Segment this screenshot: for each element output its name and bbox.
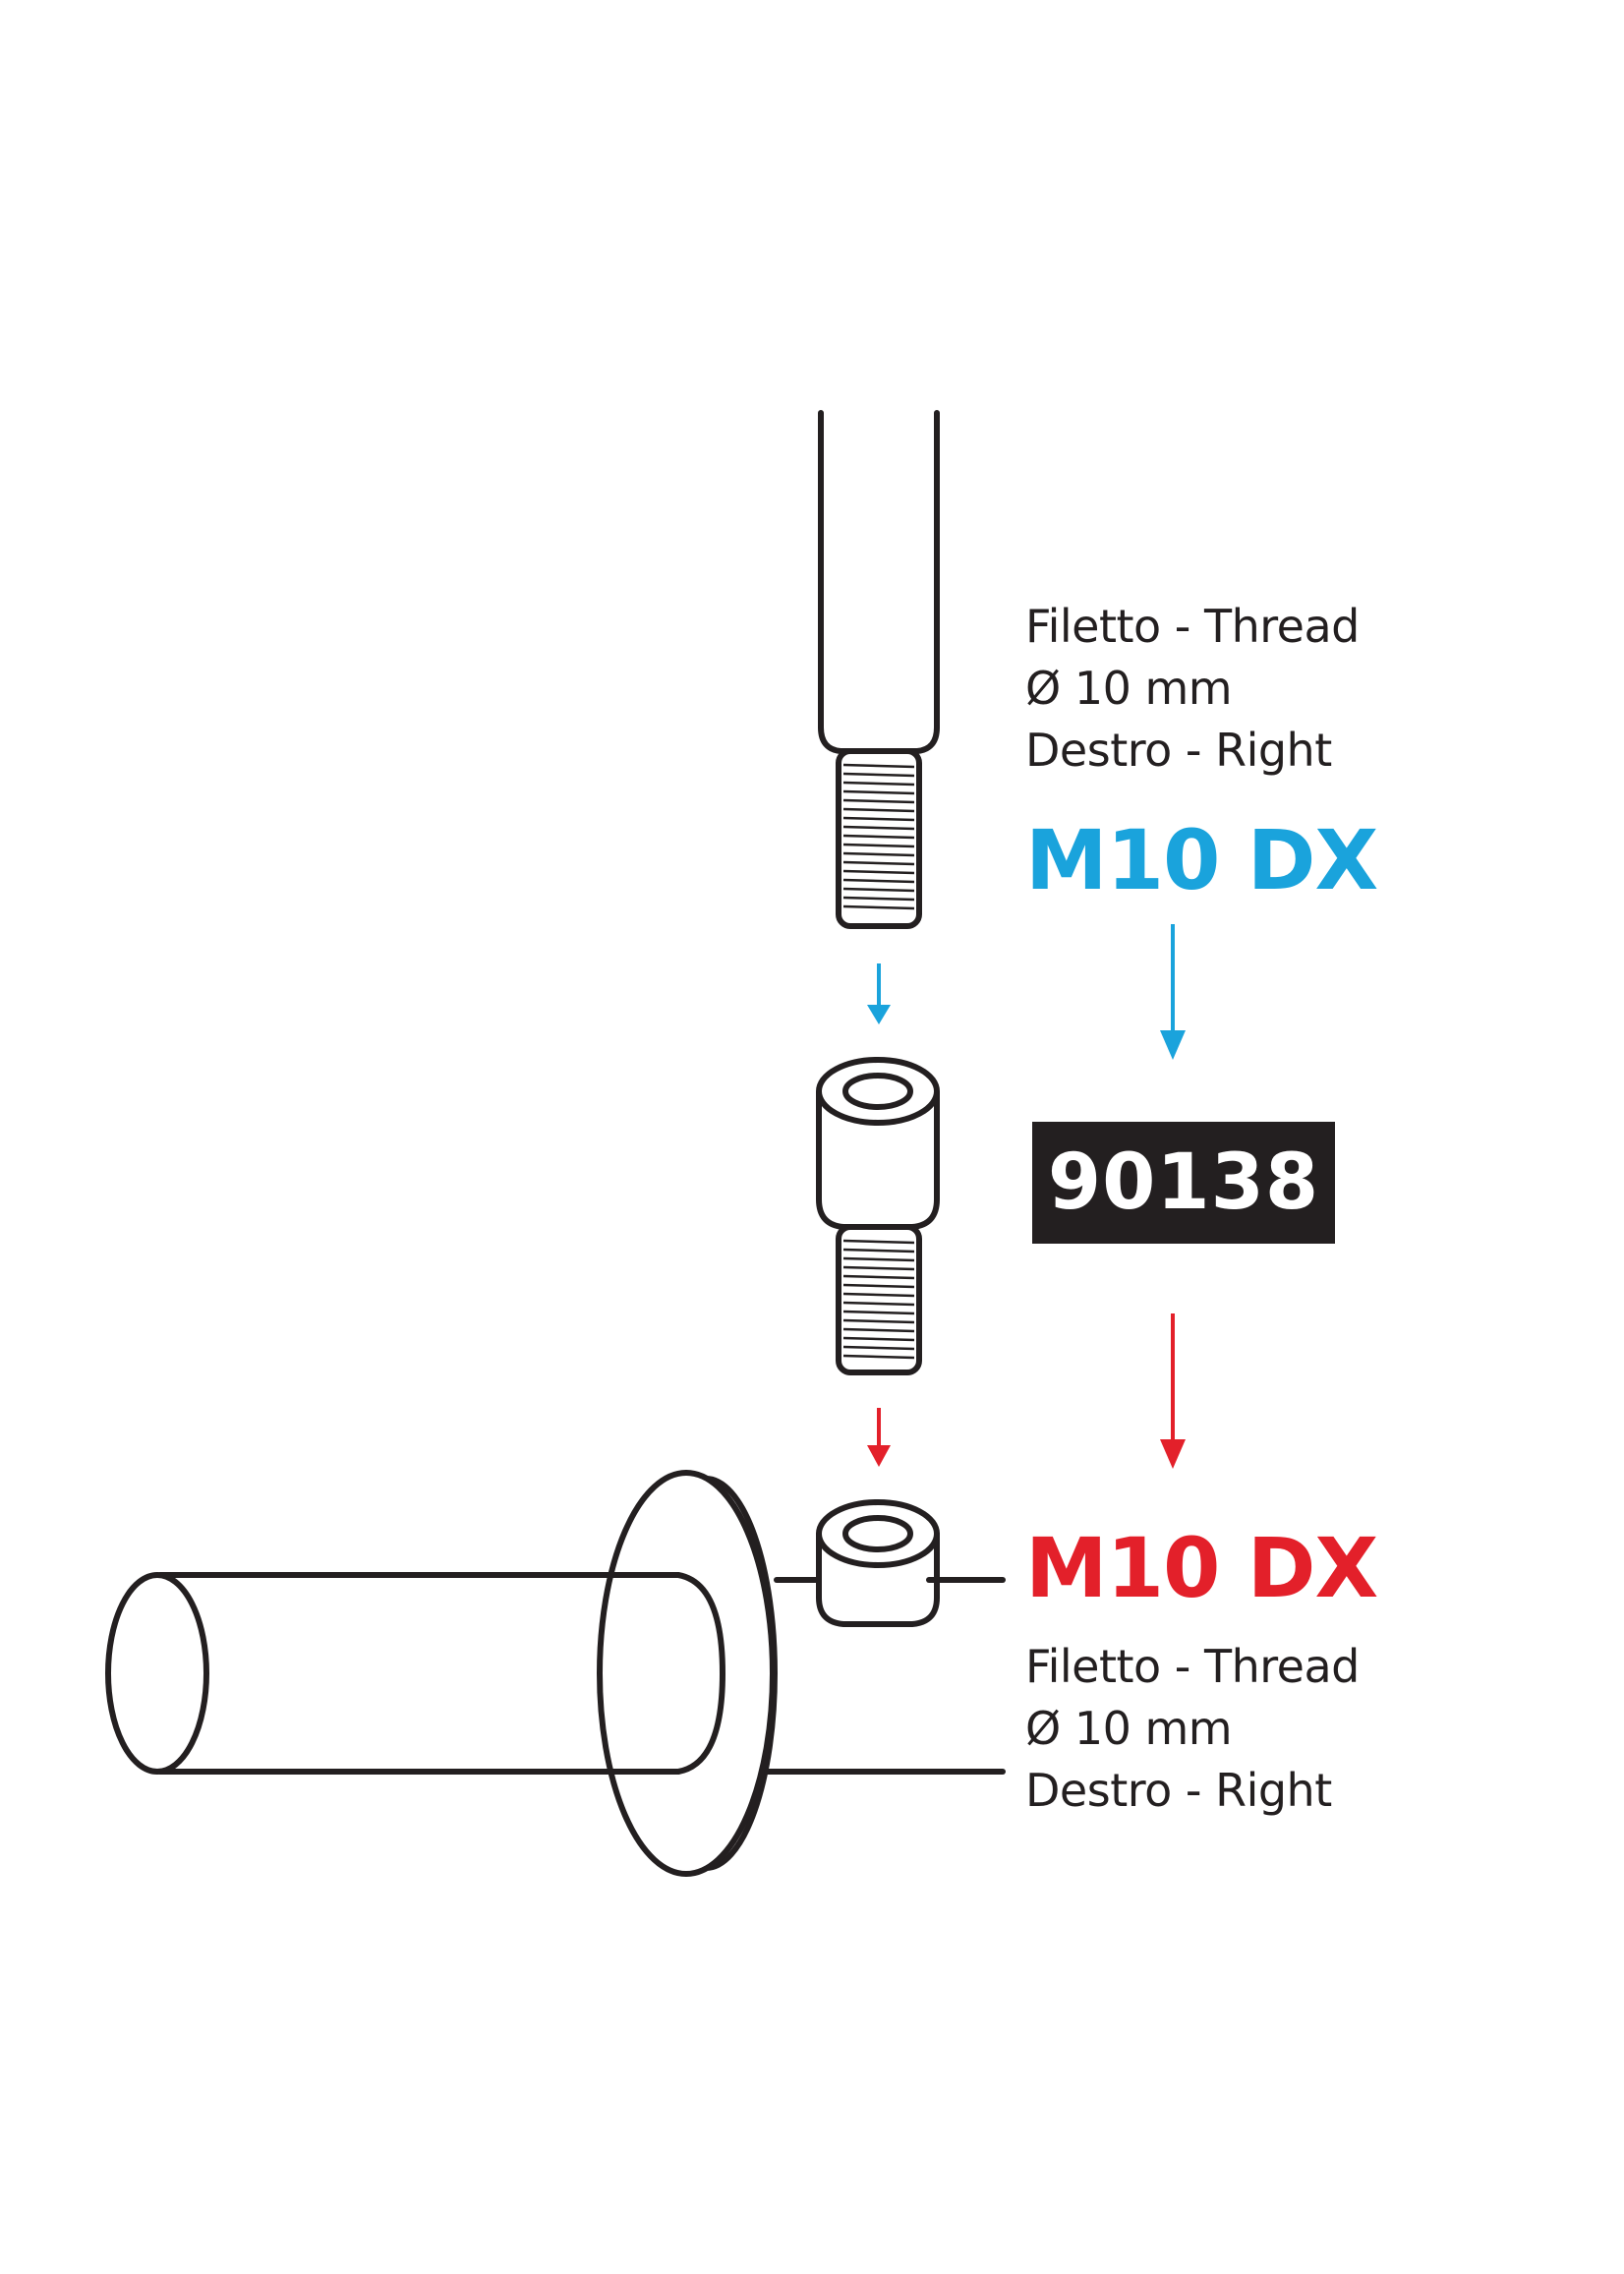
- thread-line: [842, 1345, 915, 1351]
- thread-line: [842, 904, 915, 910]
- thread-line: [842, 851, 915, 857]
- direction-label: Destro - Right: [1025, 724, 1332, 777]
- thread-line: [842, 781, 915, 787]
- part-number: 90138: [1047, 1138, 1320, 1227]
- thread-line: [842, 1283, 915, 1289]
- thread-line: [842, 887, 915, 893]
- arrow-down-icon: [1160, 924, 1186, 1060]
- thread-line: [842, 878, 915, 884]
- part-number-badge: 90138: [1032, 1122, 1335, 1244]
- thread-line: [842, 789, 915, 795]
- arrow-down-icon: [867, 963, 891, 1024]
- thread-line: [842, 834, 915, 840]
- thread-label: Filetto - Thread: [1025, 600, 1360, 653]
- thread-line: [842, 1248, 915, 1254]
- top-thread-code: M10 DX: [1025, 812, 1378, 908]
- mirror-stem: [818, 410, 940, 754]
- thread-line: [842, 772, 915, 778]
- arrow-down-icon: [1160, 1313, 1186, 1469]
- thread-line: [842, 1354, 915, 1360]
- adapter-90138: [816, 1057, 940, 1375]
- thread-line: [842, 1265, 915, 1271]
- diameter-label: Ø 10 mm: [1025, 1702, 1233, 1755]
- thread-line: [842, 1239, 915, 1245]
- thread-line: [842, 825, 915, 831]
- thread-line: [842, 1336, 915, 1342]
- thread-label: Filetto - Thread: [1025, 1640, 1360, 1693]
- arrow-down-icon: [867, 1408, 891, 1467]
- thread-line: [842, 896, 915, 902]
- thread-line: [842, 1301, 915, 1307]
- bottom-thread-spec: Filetto - Thread Ø 10 mm Destro - Right: [1025, 1636, 1576, 1822]
- thread-line: [842, 807, 915, 813]
- diameter-label: Ø 10 mm: [1025, 662, 1233, 715]
- thread-line: [842, 843, 915, 848]
- thread-line: [842, 1318, 915, 1324]
- bottom-thread-code: M10 DX: [1025, 1520, 1378, 1616]
- thread-line: [842, 798, 915, 804]
- thread-line: [842, 1292, 915, 1298]
- thread-line: [842, 816, 915, 822]
- thread-line: [842, 1274, 915, 1280]
- thread-line: [842, 1256, 915, 1262]
- top-thread-spec: Filetto - Thread Ø 10 mm Destro - Right: [1025, 596, 1576, 782]
- thread-line: [842, 763, 915, 769]
- direction-label: Destro - Right: [1025, 1764, 1332, 1817]
- thread-line: [842, 869, 915, 875]
- thread-line: [842, 860, 915, 866]
- thread-line: [842, 1327, 915, 1333]
- stem-thread: [836, 748, 922, 929]
- thread-line: [842, 1310, 915, 1315]
- handlebar-assembly: [105, 1470, 1006, 1877]
